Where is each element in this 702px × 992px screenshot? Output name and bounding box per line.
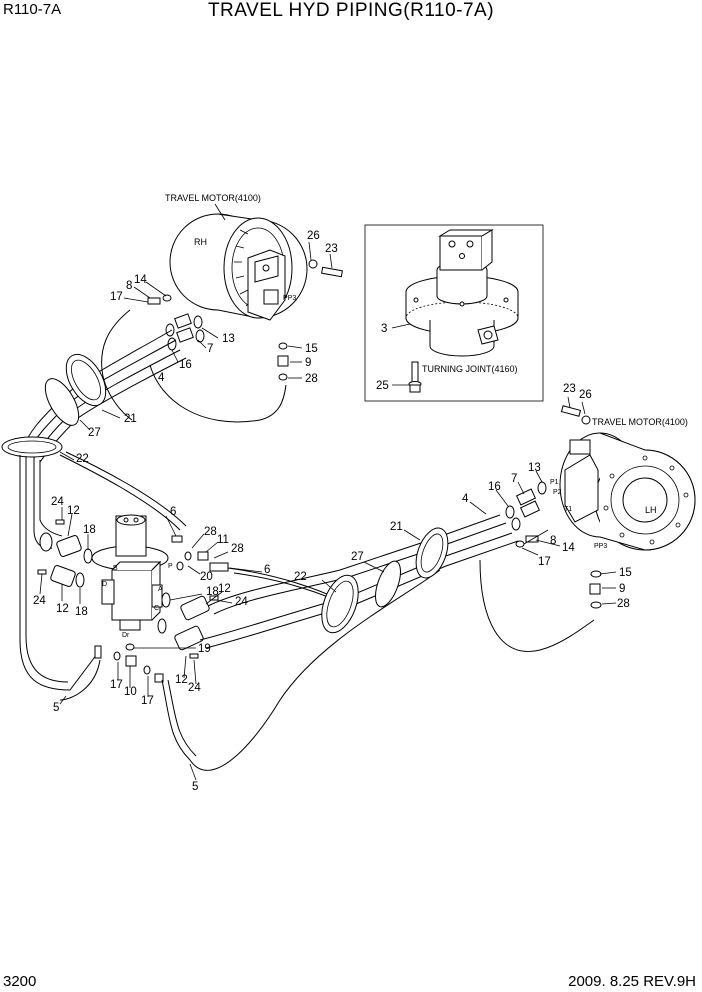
- hose-bundle-lh: [321, 527, 449, 634]
- callout-8-top: 8: [126, 280, 132, 292]
- lh-mark: LH: [645, 505, 657, 515]
- page-title: TRAVEL HYD PIPING(R110-7A): [207, 0, 495, 21]
- callout-26-right: 26: [579, 389, 592, 401]
- callout-14-top: 14: [134, 274, 147, 286]
- callout-24-lower-left: 24: [33, 595, 46, 607]
- callout-24-lower: 24: [188, 682, 201, 694]
- callout-18-mid: 18: [206, 586, 219, 598]
- callout-14-right: 14: [562, 542, 575, 554]
- callout-21-top: 21: [124, 413, 137, 425]
- callout-20: 20: [200, 571, 213, 583]
- callout-10: 10: [124, 686, 137, 698]
- port-c: C: [154, 605, 159, 612]
- swivel-valve-drawing: [91, 514, 169, 631]
- callout-21-right: 21: [390, 521, 403, 533]
- callout-5-left: 5: [53, 702, 59, 714]
- rh-mark: RH: [194, 237, 207, 247]
- callout-17-lower-a: 17: [110, 679, 123, 691]
- port-p2: P2: [553, 489, 562, 496]
- turning-joint-inset-frame: [364, 224, 544, 402]
- callout-17-top: 17: [110, 291, 123, 303]
- callout-18-upper-left: 18: [83, 524, 96, 536]
- callout-18-lower-left: 18: [75, 606, 88, 618]
- callout-12-lower-left: 12: [56, 603, 69, 615]
- callout-4-top: 4: [158, 372, 165, 384]
- callout-4-right: 4: [462, 493, 469, 505]
- callout-5-bottom: 5: [192, 781, 198, 793]
- rh-fittings: [147, 294, 289, 381]
- callout-12-mid: 12: [218, 583, 231, 595]
- callout-23-right: 23: [563, 383, 576, 395]
- hose-bundle-rh: [21, 309, 287, 463]
- callout-25: 25: [376, 380, 389, 392]
- callout-19: 19: [198, 643, 211, 655]
- port-pp3-rh: PP3: [283, 295, 296, 302]
- callout-17-right: 17: [538, 556, 551, 568]
- ring-22-left: [1, 436, 63, 458]
- callout-6-mid: 6: [264, 564, 270, 576]
- travel-motor-lh-drawing: [559, 432, 696, 551]
- callout-8-right: 8: [550, 535, 556, 547]
- callout-6-upper: 6: [170, 506, 176, 518]
- port-pp3-lh: PP3: [594, 543, 607, 550]
- callout-12-lower: 12: [175, 674, 188, 686]
- hose-long-left: [19, 451, 187, 691]
- callout-7-right: 7: [511, 473, 517, 485]
- turning-joint-label: TURNING JOINT(4160): [422, 364, 518, 374]
- port-p: P: [168, 563, 173, 570]
- callout-15-top: 15: [305, 343, 318, 355]
- port-b: B: [113, 565, 118, 572]
- callout-9-top: 9: [305, 357, 311, 369]
- travel-motor-rh-label: TRAVEL MOTOR(4100): [165, 193, 261, 203]
- callout-23-top: 23: [325, 243, 338, 255]
- port-p1: P1: [550, 479, 559, 486]
- callout-17-lower-b: 17: [141, 695, 154, 707]
- callout-24-mid: 24: [235, 596, 248, 608]
- callout-15-right: 15: [619, 567, 632, 579]
- callout-27-right: 27: [351, 551, 364, 563]
- callout-7-top: 7: [207, 343, 213, 355]
- revision-date: 2009. 8.25 REV.9H: [568, 973, 696, 990]
- callout-numbers: 26 23 8 14 17 13 7 16 4 15 9 28 3 25 21 …: [33, 230, 632, 793]
- callout-16-top: 16: [179, 359, 192, 371]
- callout-13-right: 13: [528, 462, 541, 474]
- callout-28-mid-a: 28: [204, 526, 217, 538]
- page-number: 3200: [3, 973, 37, 990]
- callout-16-right: 16: [488, 481, 501, 493]
- callout-24-upper-left: 24: [51, 496, 64, 508]
- callout-22-left: 22: [76, 453, 89, 465]
- callout-27-top: 27: [88, 427, 101, 439]
- travel-motor-rh-drawing: [169, 213, 308, 321]
- callout-11: 11: [217, 534, 229, 546]
- callout-12-upper-left: 12: [67, 505, 80, 517]
- callout-28-right: 28: [617, 598, 630, 610]
- callout-28-top: 28: [305, 373, 318, 385]
- port-d: D: [102, 581, 107, 588]
- swivel-fittings: [37, 519, 229, 683]
- port-t1: T1: [564, 506, 572, 513]
- port-dr: Dr: [122, 632, 130, 639]
- callout-22-right: 22: [294, 571, 307, 583]
- callout-leaders: [39, 241, 617, 781]
- callout-26-top: 26: [307, 230, 320, 242]
- callout-3: 3: [381, 323, 387, 335]
- callout-13-top: 13: [222, 333, 235, 345]
- turning-joint-drawing: [405, 229, 519, 393]
- lh-fittings: [505, 481, 602, 609]
- model-label: R110-7A: [3, 1, 62, 18]
- travel-motor-lh-label: TRAVEL MOTOR(4100): [592, 417, 688, 427]
- callout-28-mid-b: 28: [231, 543, 244, 555]
- port-a: A: [158, 586, 163, 593]
- callout-9-right: 9: [619, 583, 625, 595]
